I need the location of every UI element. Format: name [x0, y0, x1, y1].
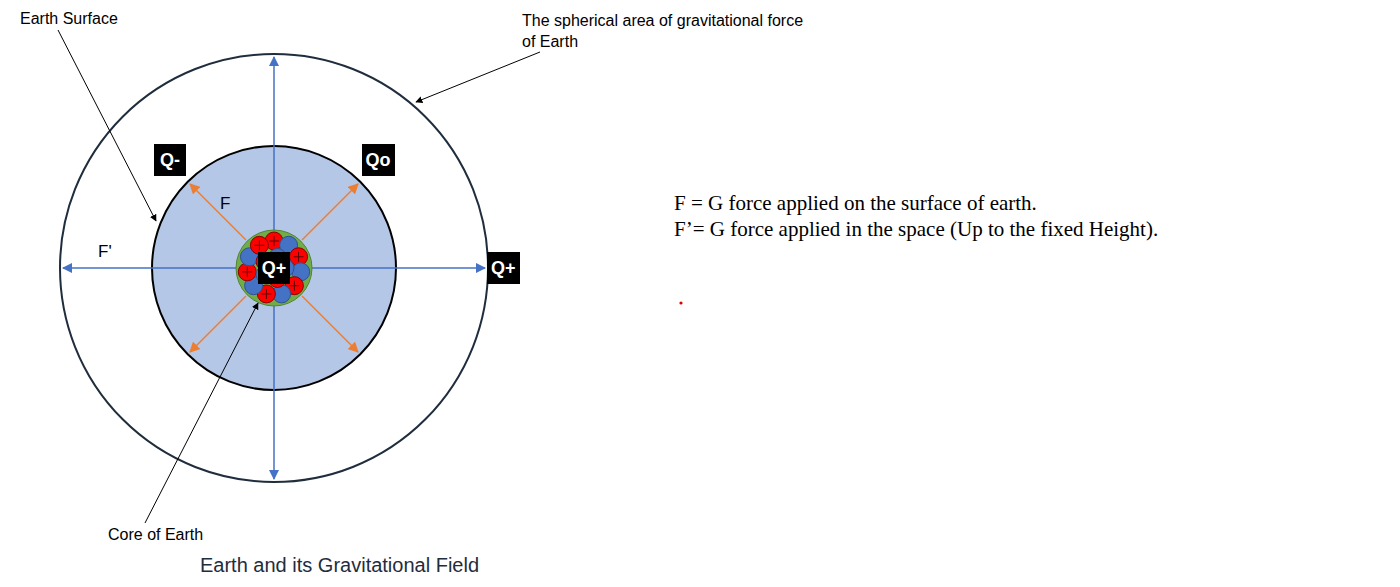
callout-label: The spherical area of gravitational forc…: [522, 10, 812, 52]
leader-line: [416, 52, 540, 102]
charge-label: Qo: [366, 149, 391, 171]
charge-label: Q+: [491, 257, 516, 279]
charge-box: Q+: [487, 252, 520, 284]
leader-line: [145, 303, 258, 523]
charge-box: Qo: [362, 144, 395, 176]
legend-note: F’= G force applied in the space (Up to …: [674, 216, 1392, 242]
force-label: F': [98, 242, 112, 262]
earth-core: [236, 230, 312, 306]
surface-force-arrow: [302, 184, 358, 240]
charge-label: Q-: [158, 149, 182, 171]
callout-label: Earth Surface: [20, 9, 118, 28]
gravity-sphere: [60, 54, 488, 482]
callout-label: Core of Earth: [108, 525, 203, 544]
figure-caption: Earth and its Gravitational Field: [200, 553, 479, 577]
force-label: F: [220, 194, 230, 214]
charge-box: Q+: [258, 252, 291, 284]
surface-force-arrow: [302, 296, 358, 352]
charge-box: Q-: [154, 144, 186, 176]
surface-force-arrow: [190, 184, 246, 240]
stray-dot: [679, 301, 682, 304]
legend-note: F = G force applied on the surface of ea…: [674, 190, 1037, 216]
charge-label: Q+: [262, 257, 287, 279]
leader-line: [58, 30, 156, 221]
